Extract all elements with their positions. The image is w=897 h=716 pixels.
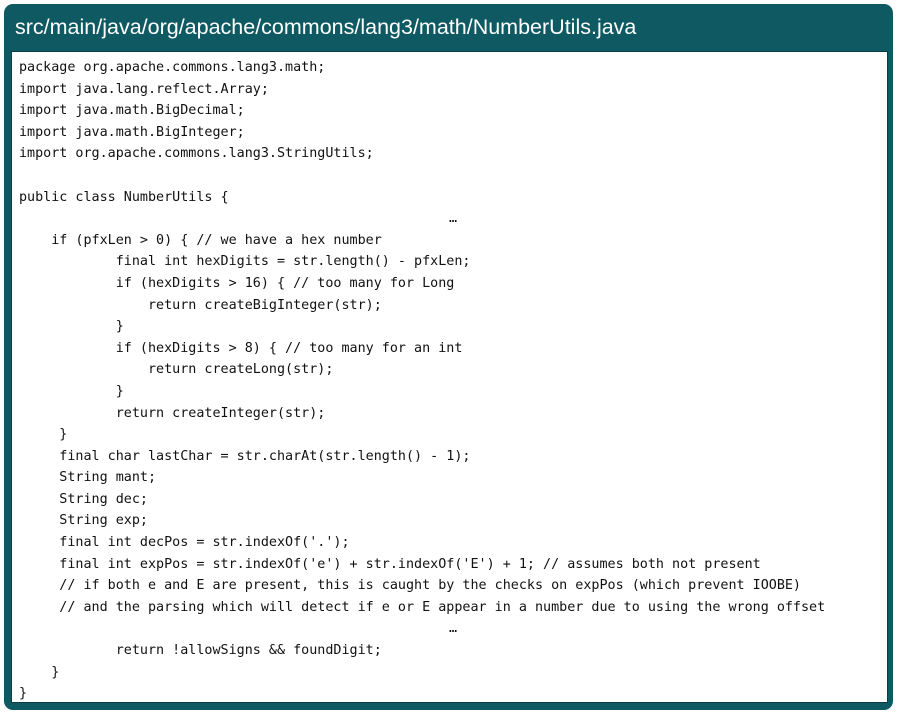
code-line: if (hexDigits > 8) { // too many for an … (19, 340, 463, 356)
code-line: } (19, 686, 28, 702)
code-line: return createLong(str); (19, 362, 334, 378)
code-line: final int decPos = str.indexOf('.'); (19, 535, 350, 551)
omitted-code-marker: … (449, 211, 458, 227)
code-line: // if both e and E are present, this is … (19, 578, 801, 594)
code-line: final int hexDigits = str.length() - pfx… (19, 254, 471, 270)
code-line: if (pfxLen > 0) { // we have a hex numbe… (19, 232, 382, 248)
code-line: public class NumberUtils { (19, 189, 229, 205)
code-ellipsis-line: … (19, 208, 887, 230)
code-line: } (19, 319, 124, 335)
code-line: } (19, 427, 68, 443)
file-panel: src/main/java/org/apache/commons/lang3/m… (4, 4, 893, 710)
code-line: import org.apache.commons.lang3.StringUt… (19, 146, 374, 162)
code-ellipsis-line: … (19, 618, 887, 640)
code-line: final char lastChar = str.charAt(str.len… (19, 448, 471, 464)
code-line: final int expPos = str.indexOf('e') + st… (19, 556, 761, 572)
code-line (19, 165, 887, 187)
code-line: // and the parsing which will detect if … (19, 599, 826, 615)
code-line: if (hexDigits > 16) { // too many for Lo… (19, 275, 455, 291)
code-line: String dec; (19, 491, 148, 507)
code-line: String mant; (19, 470, 157, 486)
code-line: return createBigInteger(str); (19, 297, 382, 313)
code-line: package org.apache.commons.lang3.math; (19, 60, 326, 75)
file-path-title: src/main/java/org/apache/commons/lang3/m… (15, 15, 637, 39)
code-line: String exp; (19, 513, 148, 529)
code-line: import java.lang.reflect.Array; (19, 81, 269, 97)
code-block: package org.apache.commons.lang3.math; im… (19, 57, 887, 702)
code-line: import java.math.BigDecimal; (19, 103, 245, 119)
code-line: return createInteger(str); (19, 405, 326, 421)
code-line: } (19, 664, 60, 680)
code-line: import java.math.BigInteger; (19, 124, 245, 140)
omitted-code-marker: … (449, 621, 458, 637)
code-line: } (19, 383, 124, 399)
code-line: return !allowSigns && foundDigit; (19, 643, 382, 659)
code-viewer[interactable]: package org.apache.commons.lang3.math; im… (11, 51, 888, 703)
